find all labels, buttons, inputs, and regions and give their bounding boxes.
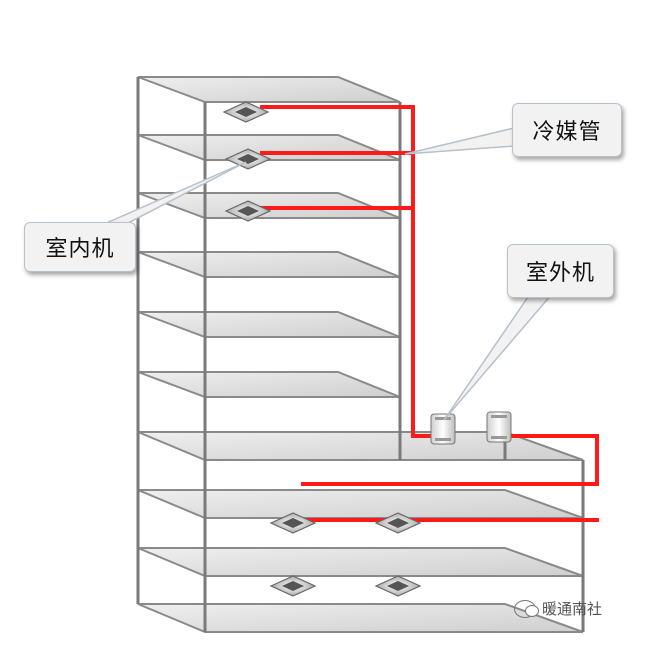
- floor-slab-2: [137, 134, 401, 161]
- pipe-outdoor-return: [301, 434, 599, 486]
- indoor-unit-icon: [224, 148, 272, 170]
- indoor-unit-icon: [222, 101, 270, 123]
- floor-slab-4: [137, 251, 401, 278]
- watermark: 暖通南社: [514, 598, 602, 619]
- watermark-text: 暖通南社: [542, 600, 603, 618]
- upper-floors: [137, 76, 401, 398]
- floor-slab-1: [137, 76, 401, 103]
- pipe-riser: [260, 105, 444, 438]
- indoor-unit-icon: [374, 575, 422, 597]
- outdoor-unit-icon: [430, 413, 456, 445]
- refrigerant-pipes: [260, 105, 599, 522]
- indoor-unit-icon: [224, 200, 272, 222]
- callout-pointers: [103, 127, 554, 421]
- lower-floors: [137, 431, 584, 633]
- indoor-units: [222, 101, 422, 597]
- indoor-unit-icon: [269, 575, 317, 597]
- indoor-unit-label: 室内机: [24, 222, 136, 272]
- refrigerant-callout-pointer: [404, 127, 515, 155]
- floor-slab-5: [137, 311, 401, 338]
- outdoor-units: [430, 411, 512, 445]
- outdoor-unit-label: 室外机: [507, 244, 614, 298]
- outdoor-callout-pointer: [443, 293, 554, 421]
- indoor-unit-icon: [374, 512, 422, 534]
- outdoor-unit-icon: [486, 411, 512, 443]
- indoor-unit-icon: [269, 512, 317, 534]
- refrigerant-pipe-label: 冷媒管: [512, 103, 622, 157]
- wechat-icon: [514, 599, 539, 618]
- floor-slab-6: [137, 371, 401, 398]
